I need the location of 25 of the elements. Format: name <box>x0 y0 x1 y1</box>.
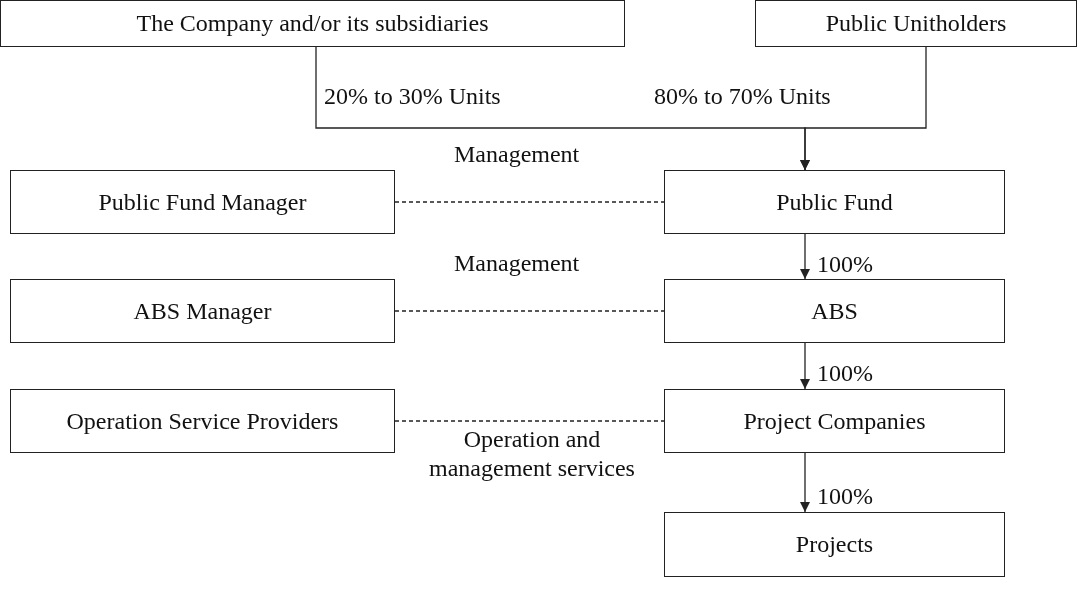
arrow <box>800 233 810 280</box>
node-label: Project Companies <box>743 407 926 435</box>
arrow <box>800 452 810 513</box>
node-label: Operation Service Providers <box>66 407 339 435</box>
node-label: Public Unitholders <box>825 10 1007 37</box>
node-label: ABS <box>811 297 858 325</box>
entity-box <box>0 0 625 47</box>
node-label: Public Fund Manager <box>98 188 307 216</box>
node-label: The Company and/or its subsidiaries <box>136 10 489 37</box>
entity-box <box>664 389 1005 453</box>
arrow <box>800 342 810 390</box>
dashed-line <box>394 201 665 203</box>
dashed-line <box>394 310 665 312</box>
entity-box <box>664 512 1005 577</box>
node-label: ABS Manager <box>133 297 272 325</box>
entity-box <box>664 170 1005 234</box>
dashed-line <box>394 420 665 422</box>
arrow <box>800 46 927 171</box>
entity-box <box>10 389 395 453</box>
node-label: Public Fund <box>776 188 893 216</box>
entity-box <box>10 279 395 343</box>
entity-box <box>755 0 1077 47</box>
entity-box <box>664 279 1005 343</box>
node-label: Projects <box>795 531 874 558</box>
entity-box <box>10 170 395 234</box>
